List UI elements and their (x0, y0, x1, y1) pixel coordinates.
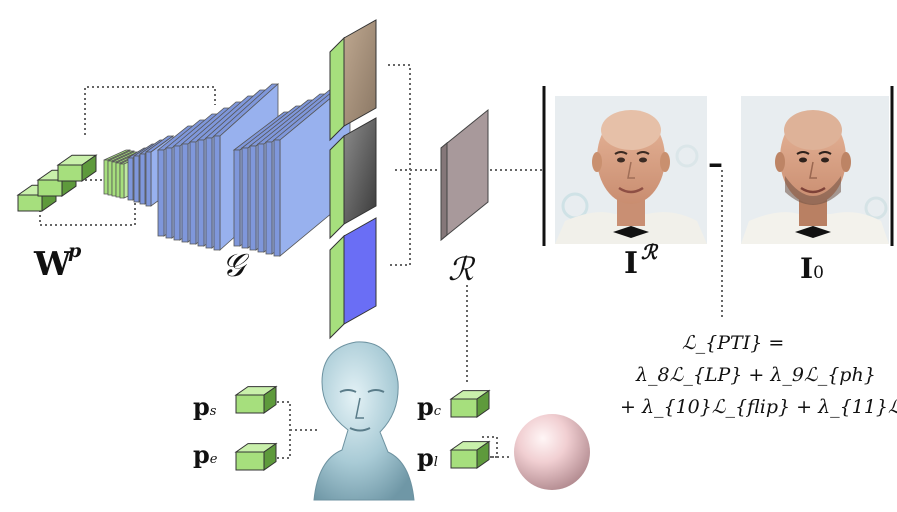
camera-param-box (449, 389, 491, 418)
expression-param-box (234, 442, 278, 471)
generator-layer-15-front (257, 143, 265, 253)
triplane-xz-plane (343, 117, 377, 225)
generator-layer-7-front (181, 143, 189, 243)
triplane-xy-plane (343, 19, 377, 127)
param-lighting-label: pl (417, 443, 438, 472)
loss-line-3: + λ_{10}ℒ_{flip} + λ_{11}ℒ_κ (620, 396, 897, 418)
target-face-image (741, 96, 889, 244)
expression-param-box-front (235, 451, 265, 471)
latent-to-generator-connector-top (84, 86, 216, 135)
latent-box-1-front (17, 194, 43, 212)
generator-layer-16-front (265, 141, 273, 255)
param-shape-label: ps (193, 392, 217, 421)
mapping-layer-3-front (115, 162, 121, 198)
mapping-layer-4-front (119, 163, 125, 199)
generator-layer-14-front (249, 145, 257, 251)
renderer-volume (440, 108, 489, 242)
param-expression-label: pe (193, 440, 218, 469)
triplane-xy (329, 19, 377, 142)
rendered-face-drawing (555, 96, 707, 244)
triplane-bracket-connector (388, 64, 411, 266)
triplane-xz-green (329, 134, 345, 240)
renderer-face (440, 108, 489, 242)
rendered-face-image (555, 96, 707, 244)
generator-layer-6-front (173, 145, 181, 241)
renderer-edge (440, 141, 448, 242)
target-image-subscript: 0 (813, 263, 824, 283)
generator-layer-10-front (205, 137, 213, 249)
latent-box-3 (56, 154, 98, 182)
latent-box-2-front (37, 179, 63, 197)
head-eyes (339, 389, 385, 393)
mapping-layer-2-front (111, 161, 117, 197)
target-image-label: I0 (800, 252, 824, 285)
camera-param-box-front (450, 398, 478, 418)
mapping-layer-0-front (103, 159, 109, 195)
renderer-label: ℛ (448, 250, 474, 288)
lighting-sphere (514, 414, 590, 490)
lighting-param-box (449, 440, 491, 469)
latent-box-3-front (57, 164, 83, 182)
target-face-drawing (741, 96, 889, 244)
loss-line-2: λ_8ℒ_{LP} + λ_9ℒ_{ph} (636, 364, 876, 386)
lighting-param-box-front (450, 449, 478, 469)
generator-layer-3-front (145, 151, 152, 207)
param-camera-label: pc (417, 392, 442, 421)
triplane-yz-plane (343, 217, 377, 325)
triplane-yz (329, 217, 377, 340)
generator-layer-8-front (189, 141, 197, 245)
triplane-xy-green (329, 36, 345, 142)
triplane-xz (329, 117, 377, 240)
generator-layer-9-front (197, 139, 205, 247)
generator-layer-17-front (273, 139, 281, 257)
network-blocks (16, 19, 894, 501)
head-mouth (349, 427, 371, 432)
generator-layer-12-front (233, 149, 241, 247)
latent-w-superscript: p (68, 240, 82, 262)
head-mesh (313, 341, 415, 501)
generator-layer-13-front (241, 147, 249, 249)
generator-layer-4-front (157, 149, 165, 237)
generator-label: 𝒢 (222, 246, 245, 284)
minus-sign: – (708, 146, 723, 181)
generator-layer-5-front (165, 147, 173, 239)
head-nose (355, 397, 364, 419)
mapping-layer-1-front (107, 160, 113, 196)
generator-layer-0-front (127, 157, 134, 201)
rendered-image-superscript: ℛ (641, 240, 657, 264)
triplane-yz-green (329, 234, 345, 340)
shape-param-box-front (235, 394, 265, 414)
head-surface (313, 341, 415, 501)
connector-lines (39, 64, 723, 459)
generator-layer-11-front (213, 135, 221, 251)
shape-param-box (234, 385, 278, 414)
lighting-bracket-connector (482, 436, 498, 458)
loss-line-1: ℒ_{PTI} = (682, 332, 785, 354)
generator-layer-1-front (133, 155, 140, 203)
generator-layer-2-front (139, 153, 146, 205)
